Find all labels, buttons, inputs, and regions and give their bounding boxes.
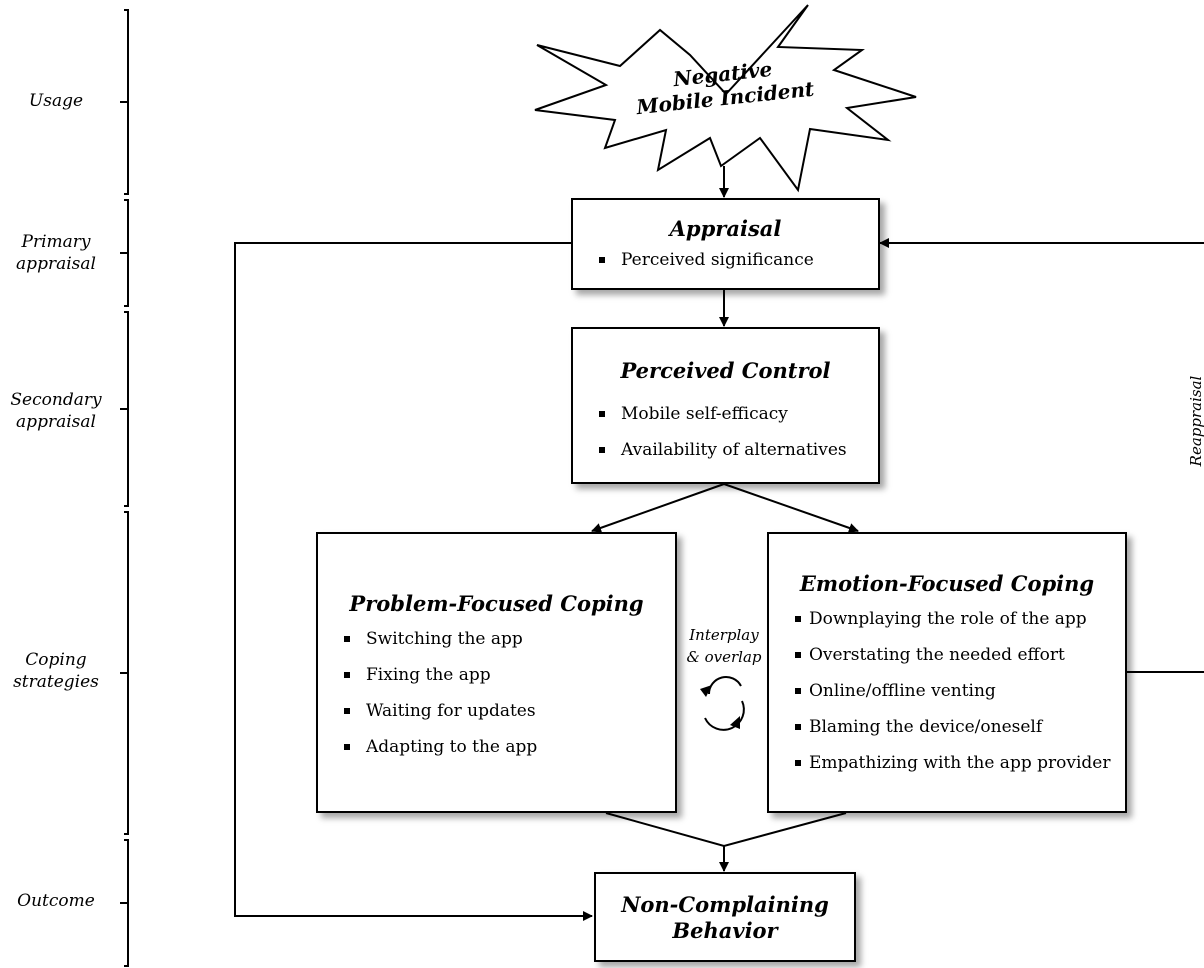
- bracket-secondary: [120, 311, 129, 507]
- stage-label-secondary-text: Secondary appraisal: [10, 390, 102, 432]
- emotion-coping-item: Downplaying the role of the app: [769, 601, 1125, 637]
- bracket-coping: [120, 511, 129, 835]
- stage-label-usage: Usage: [28, 91, 84, 111]
- bracket-usage: [120, 9, 129, 195]
- problem-coping-list: Switching the app Fixing the app Waiting…: [318, 621, 675, 765]
- emotion-coping-item: Empathizing with the app provider: [769, 745, 1125, 781]
- problem-coping-item: Switching the app: [318, 621, 675, 657]
- emotion-coping-item: Blaming the device/oneself: [769, 709, 1125, 745]
- arrow-control-to-problem: [591, 483, 725, 533]
- stage-label-primary-text: Primary appraisal: [16, 232, 96, 274]
- stage-label-secondary: Secondary appraisal: [0, 389, 112, 433]
- appraisal-box: Appraisal Perceived significance: [571, 198, 880, 290]
- emotion-coping-list: Downplaying the role of the app Overstat…: [769, 601, 1125, 781]
- problem-coping-item: Fixing the app: [318, 657, 675, 693]
- perceived-control-item: Availability of alternatives: [573, 432, 878, 468]
- reappraisal-label: Reappraisal: [1187, 375, 1204, 467]
- outcome-box: Non-Complaining Behavior: [594, 872, 856, 962]
- problem-coping-item: Waiting for updates: [318, 693, 675, 729]
- appraisal-item: Perceived significance: [573, 250, 878, 270]
- outcome-title-line1: Non-Complaining: [621, 892, 829, 917]
- emotion-coping-title: Emotion-Focused Coping: [799, 571, 1095, 596]
- perceived-control-box: Perceived Control Mobile self-efficacy A…: [571, 327, 880, 484]
- cycle-arrowhead-1: [700, 685, 712, 697]
- appraisal-list: Perceived significance: [573, 250, 878, 270]
- arrow-appraisal-to-outcome: [234, 242, 593, 921]
- stage-label-coping-text: Coping strategies: [13, 650, 99, 692]
- arrow-control-to-emotion: [723, 483, 859, 533]
- stage-label-coping: Coping strategies: [0, 649, 112, 693]
- emotion-coping-item: Overstating the needed effort: [769, 637, 1125, 673]
- bracket-primary: [120, 199, 129, 307]
- stage-label-primary: Primary appraisal: [0, 231, 112, 275]
- emotion-coping-box: Emotion-Focused Coping Downplaying the r…: [767, 532, 1127, 813]
- stage-label-outcome: Outcome: [17, 891, 95, 911]
- bracket-outcome: [120, 839, 129, 967]
- problem-coping-title: Problem-Focused Coping: [349, 591, 644, 616]
- problem-coping-box: Problem-Focused Coping Switching the app…: [316, 532, 677, 813]
- interplay-label: Interplay & overlap: [681, 624, 767, 668]
- emotion-coping-item: Online/offline venting: [769, 673, 1125, 709]
- perceived-control-item: Mobile self-efficacy: [573, 396, 878, 432]
- incident-starburst: [534, 4, 917, 193]
- cycle-arrowhead-2: [730, 716, 740, 729]
- outcome-title-line2: Behavior: [672, 918, 778, 943]
- interplay-line2: & overlap: [686, 648, 762, 666]
- perceived-control-title: Perceived Control: [620, 358, 831, 383]
- merge-lines: [605, 812, 847, 848]
- appraisal-title: Appraisal: [669, 216, 782, 241]
- problem-coping-item: Adapting to the app: [318, 729, 675, 765]
- perceived-control-list: Mobile self-efficacy Availability of alt…: [573, 396, 878, 468]
- interplay-line1: Interplay: [689, 626, 759, 644]
